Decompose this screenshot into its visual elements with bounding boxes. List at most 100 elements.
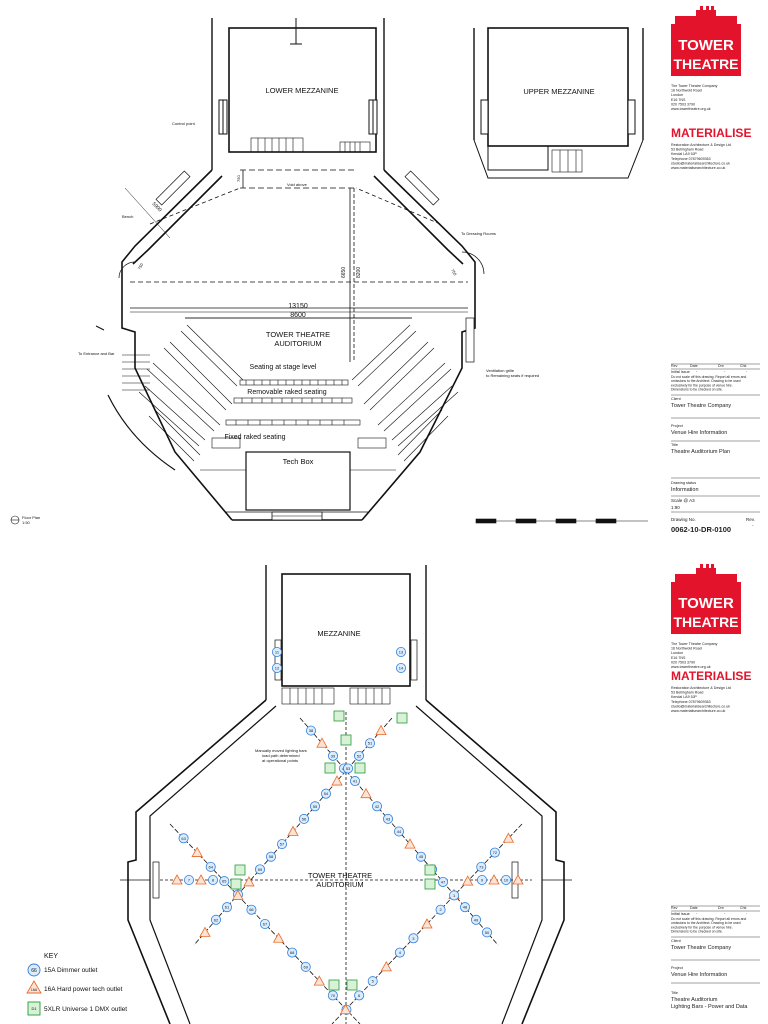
- materialise-address-line: 53 Bellingham Road: [671, 691, 703, 695]
- dimmer-outlet-number: 58: [269, 854, 274, 859]
- tb1-note-title: Initial issue: [671, 370, 690, 374]
- dmx-outlet-icon: [396, 712, 408, 724]
- revision-cell: -: [677, 911, 679, 915]
- dimmer-outlet-icon: [393, 826, 404, 837]
- logo-theatre-1: THEATRE: [673, 56, 738, 72]
- key-dmx-icon: [27, 1001, 41, 1016]
- dimmer-outlet-number: 3: [412, 936, 415, 941]
- dimmer-outlet-number: 55: [313, 804, 318, 809]
- revision-header: Chk: [740, 364, 747, 368]
- key-dimmer-sample: 66: [31, 968, 37, 974]
- hard-power-outlet-icon: [313, 975, 325, 986]
- dimmer-outlet-icon: [298, 813, 309, 824]
- dimmer-outlet-number: 49: [474, 917, 479, 922]
- label-note-2: load path determined: [262, 753, 300, 758]
- key-hard-power-sample: 16A: [31, 988, 38, 992]
- logo-tower-1: TOWER: [678, 37, 734, 54]
- tb2-project: Venue Hire Information: [671, 972, 727, 978]
- dimmer-outlet-number: 44: [397, 829, 402, 834]
- company-address-line: London: [671, 93, 683, 97]
- materialise-address-1: Restoration Architecture & Design Ltd53 …: [671, 143, 731, 170]
- hard-power-outlet-icon: [512, 874, 524, 885]
- drawing-note-line: Do not scale off this drawing. Report al…: [671, 917, 746, 921]
- revision-header: Chk: [740, 906, 747, 910]
- hard-power-outlet-icon: [316, 737, 328, 748]
- dimmer-outlet-icon: [221, 902, 232, 913]
- dimmer-outlet-number: 62: [214, 917, 219, 922]
- drawing-note-line: omissions to the Architect. Drawing to b…: [671, 921, 741, 925]
- company-address-line: The Tower Theatre Company: [671, 84, 718, 88]
- dimmer-outlet-number: 59: [258, 867, 263, 872]
- hard-power-outlet-icon: [232, 889, 244, 900]
- tb1-rev-label: Rev.: [746, 517, 755, 522]
- sheet-1-plan: [10, 18, 648, 525]
- dimmer-outlet-number: 6: [358, 993, 361, 998]
- label-bench: Bench: [122, 214, 133, 219]
- tb2-client-label: Client: [671, 939, 682, 943]
- label-plan-note-1: Floor Plan: [22, 515, 40, 520]
- materialise-address-line: Kendal LA9 5JP: [671, 695, 697, 699]
- title-block-1: TOWER THEATRE The Tower Theatre Company1…: [671, 6, 760, 534]
- dimmer-outlet-icon: [353, 750, 364, 761]
- hard-power-outlet-icon: [404, 838, 416, 849]
- revision-table-2: [671, 905, 760, 984]
- label-mezzanine: MEZZANINE: [317, 629, 360, 638]
- hard-power-outlet-icon: [488, 874, 500, 885]
- lower-mezzanine-room: [211, 18, 385, 170]
- dim-diag-b: 750: [137, 262, 145, 271]
- dim-small-a: 750: [236, 175, 241, 182]
- hard-power-outlet-icon: [287, 825, 299, 836]
- drawing-note-line: Do not scale off this drawing. Report al…: [671, 375, 746, 379]
- tower-theatre-logo-2: TOWER THEATRE: [671, 564, 741, 634]
- drawing-note-line: omissions to the Architect. Drawing to b…: [671, 379, 741, 383]
- entrance-stair: [95, 325, 176, 471]
- dimmer-outlet-icon: [327, 750, 338, 761]
- dimmer-outlet-icon: [246, 904, 257, 915]
- sheet-2-labels: MEZZANINE TOWER THEATRE AUDITORIUM Manua…: [255, 629, 372, 889]
- dimmer-outlet-number: 56: [302, 816, 307, 821]
- dimmer-outlet-icon: [459, 902, 470, 913]
- dmx-outlet-icon: [328, 979, 340, 991]
- label-void-above: Void above: [287, 182, 308, 187]
- dimmer-outlet-number: 42: [375, 804, 380, 809]
- tb1-scale-label: Scale @ A3: [671, 498, 695, 503]
- seating-right: [351, 324, 459, 462]
- dimmer-outlet-number: 51: [368, 741, 373, 746]
- label-removable: Removable raked seating: [247, 389, 326, 396]
- dmx-outlet-icon: [324, 762, 336, 774]
- dimension-lines: [124, 187, 468, 319]
- hard-power-outlet-icon: [502, 832, 515, 843]
- legend-key: KEY 66 15A Dimmer outlet 16A 16A Hard po…: [26, 953, 127, 1016]
- hard-power-outlet-icon: [243, 876, 255, 887]
- dimmer-outlet-icon: [320, 788, 331, 799]
- drawing-note-line: Dimensions to be checked on site.: [671, 930, 723, 934]
- key-dimmer-label: 15A Dimmer outlet: [44, 967, 98, 974]
- label-to-dressing: To Dressing Rooms: [461, 231, 496, 236]
- company-address-line: www.towertheatre.org.uk: [671, 107, 711, 111]
- materialise-address-2: Restoration Architecture & Design Ltd53 …: [671, 686, 731, 713]
- label-note-1: Manually moved lighting bars: [255, 748, 307, 753]
- label-tech-box: Tech Box: [283, 457, 314, 466]
- label-auditorium-s2-1: TOWER THEATRE: [308, 871, 372, 880]
- dimmer-outlet-number: 66: [249, 907, 254, 912]
- hard-power-outlet-icon: [375, 724, 387, 736]
- label-plan-note-2: 1:50: [22, 520, 31, 525]
- dimmer-outlet-icon: [408, 933, 419, 944]
- company-address-line: 020 7503 3790: [671, 102, 695, 106]
- dimmer-outlet-number: 73: [479, 864, 484, 869]
- company-address-line: 16 Northwold Road: [671, 89, 702, 93]
- dimmer-outlet-icon: [354, 990, 365, 1001]
- dim-diag-c: 750: [450, 268, 458, 277]
- dimmer-outlet-icon: [500, 875, 511, 886]
- materialise-address-line: Telephone 07879609363: [671, 700, 711, 704]
- dimmer-outlet-icon: [481, 927, 492, 938]
- dimmer-outlet-icon: [327, 990, 338, 1001]
- revision-cell: -: [746, 911, 748, 915]
- revision-header: Rev: [671, 364, 678, 368]
- dimmer-outlet-number: 11: [275, 650, 280, 655]
- company-address-line: 020 7503 3790: [671, 660, 695, 664]
- revision-cell: -: [696, 369, 698, 373]
- dimmer-outlet-number: 4: [399, 950, 402, 955]
